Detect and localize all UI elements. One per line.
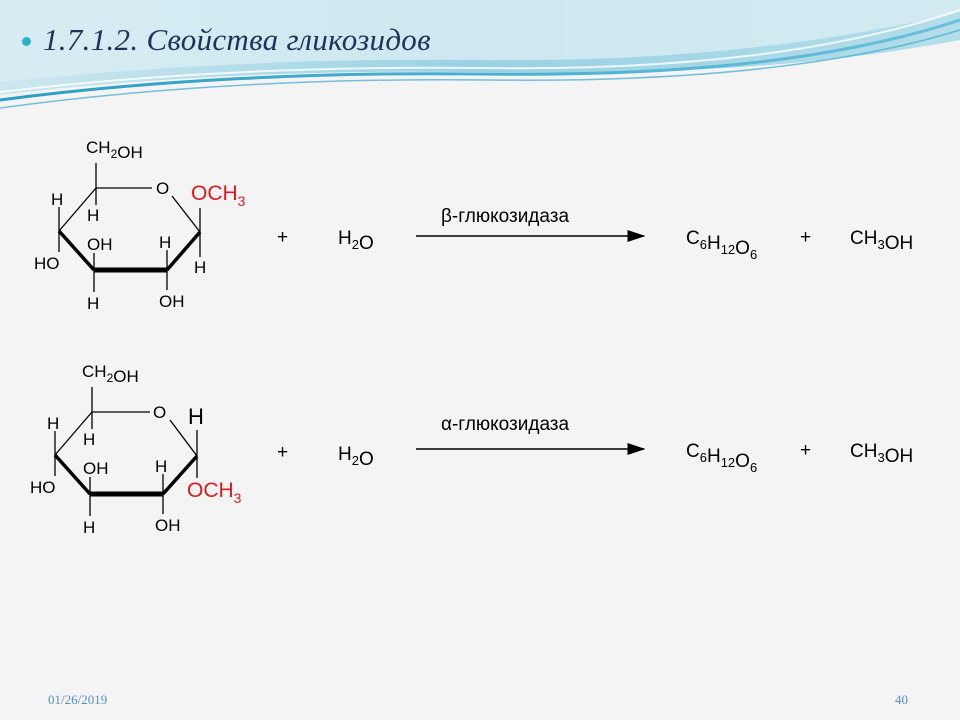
- footer-page-number: 40: [895, 692, 908, 707]
- title-row: 1.7.1.2. Свойства гликозидов: [22, 22, 431, 58]
- footer-date: 01/26/2019: [48, 692, 108, 707]
- bullet-icon: [22, 36, 31, 46]
- slide-title: 1.7.1.2. Свойства гликозидов: [43, 22, 431, 57]
